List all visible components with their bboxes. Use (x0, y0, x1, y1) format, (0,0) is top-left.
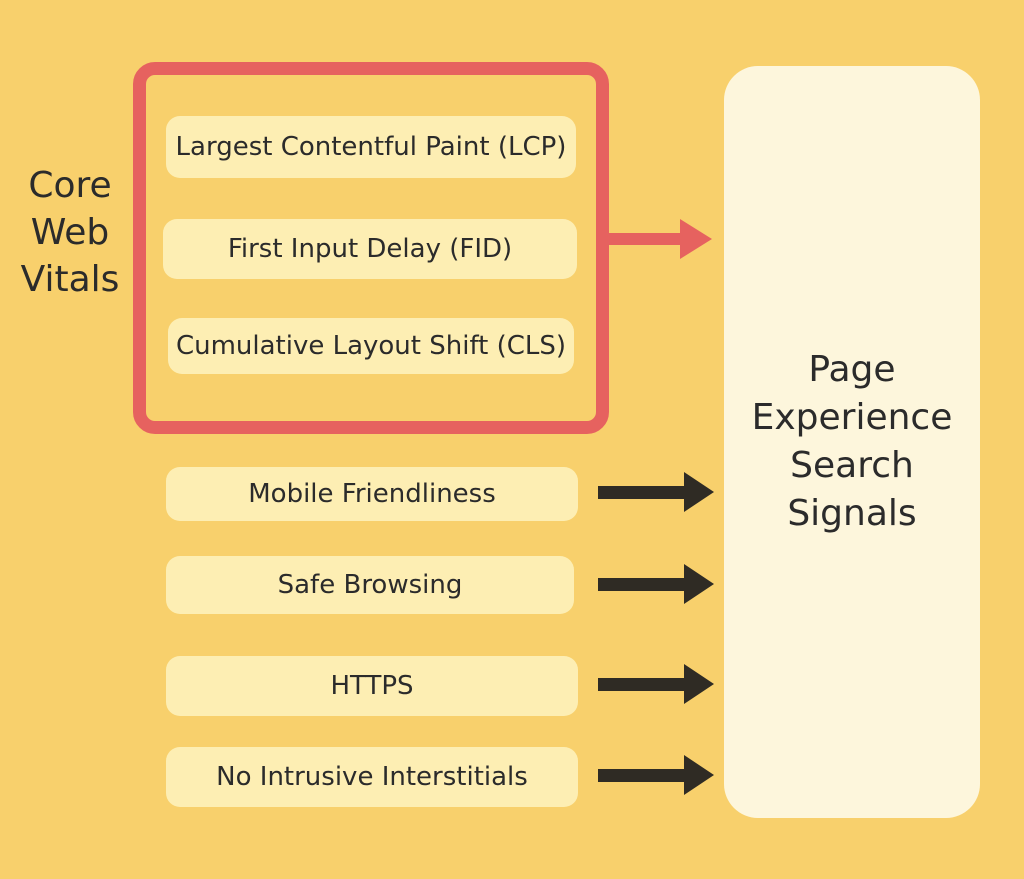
core-web-vitals-label-line: Web (30, 212, 110, 253)
arrow-mobile-friendliness (598, 472, 714, 512)
arrow-safe-browsing (598, 564, 714, 604)
page-experience-label-line: Page (808, 349, 896, 390)
lcp-box: Largest Contentful Paint (LCP) (166, 116, 576, 178)
fid-box: First Input Delay (FID) (163, 219, 577, 279)
arrow-no-intrusive-interstitials (598, 755, 714, 795)
arrow-head (684, 755, 714, 795)
core-web-vitals-label-line: Vitals (20, 259, 120, 300)
page-experience-label-line: Search (790, 445, 914, 486)
arrow-shaft (598, 486, 688, 499)
arrow-shaft (598, 678, 688, 691)
arrow-shaft (598, 578, 688, 591)
core-web-vitals-label: Core Web Vitals (14, 162, 126, 303)
red-arrow (606, 219, 712, 259)
core-web-vitals-label-line: Core (28, 165, 112, 206)
red-arrow-shaft (606, 233, 686, 245)
no-intrusive-interstitials-box: No Intrusive Interstitials (166, 747, 578, 807)
page-experience-box: Page Experience Search Signals (724, 66, 980, 818)
https-box: HTTPS (166, 656, 578, 716)
arrow-head (684, 472, 714, 512)
arrow-https (598, 664, 714, 704)
page-experience-label-line: Experience (751, 397, 953, 438)
cls-box: Cumulative Layout Shift (CLS) (168, 318, 574, 374)
red-arrow-head (680, 219, 712, 259)
safe-browsing-box: Safe Browsing (166, 556, 574, 614)
page-experience-label: Page Experience Search Signals (752, 346, 953, 538)
page-experience-label-line: Signals (787, 493, 917, 534)
arrow-shaft (598, 769, 688, 782)
core-web-vitals-group-frame (133, 62, 609, 434)
arrow-head (684, 664, 714, 704)
mobile-friendliness-box: Mobile Friendliness (166, 467, 578, 521)
arrow-head (684, 564, 714, 604)
